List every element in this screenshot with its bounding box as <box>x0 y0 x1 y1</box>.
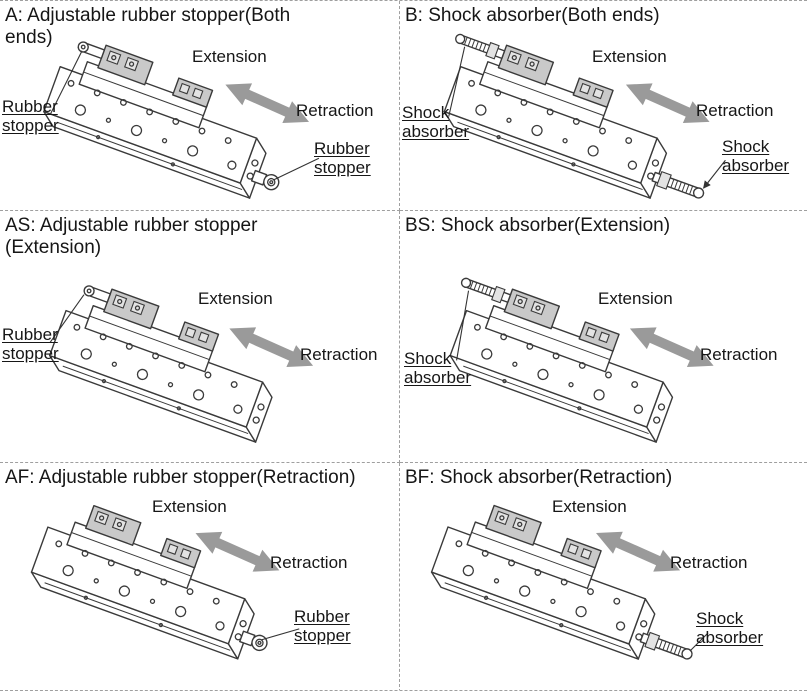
retraction-label: Retraction <box>296 101 374 120</box>
panel-bf-title: BF: Shock absorber(Retraction) <box>405 467 673 488</box>
panel-af: AF: Adjustable rubber stopper(Retraction… <box>0 463 400 690</box>
shock-absorber-retraction-end <box>638 629 695 664</box>
panel-af-title: AF: Adjustable rubber stopper(Retraction… <box>5 467 356 488</box>
actuator-drawing-a <box>39 32 320 199</box>
panel-as: AS: Adjustable rubber stopper (Extension… <box>0 211 400 463</box>
extension-retraction-arrow-icon <box>591 522 685 582</box>
leader-line <box>448 46 466 117</box>
shock-absorber-retraction-end <box>650 168 707 203</box>
leader-line <box>456 290 470 361</box>
leader-line <box>49 294 85 343</box>
leader-line <box>49 50 83 115</box>
extension-retraction-arrow-icon <box>190 522 285 582</box>
leader-line <box>689 632 709 652</box>
panel-b: B: Shock absorber(Both ends) Extension R… <box>400 1 807 211</box>
rubber-stopper-extension-end <box>76 39 106 60</box>
rubber-stopper-extension-end <box>82 283 112 304</box>
actuator-drawing-bf <box>427 492 709 664</box>
retraction-label: Retraction <box>300 345 378 364</box>
component-label: Shock absorber <box>402 103 470 142</box>
leader-line <box>272 157 320 181</box>
component-label: Shock absorber <box>404 349 472 388</box>
retraction-label: Retraction <box>270 553 348 572</box>
actuator-isometric <box>27 492 271 660</box>
actuator-drawing-b <box>439 30 726 203</box>
extension-label: Extension <box>598 289 673 308</box>
panel-bs-title: BS: Shock absorber(Extension) <box>405 215 671 236</box>
shock-absorber-extension-end <box>452 30 507 62</box>
actuator-drawing-bs <box>445 274 719 443</box>
leader-line <box>261 628 300 641</box>
extension-label: Extension <box>152 497 227 516</box>
extension-label: Extension <box>552 497 627 516</box>
extension-label: Extension <box>198 289 273 308</box>
actuator-isometric <box>427 492 695 664</box>
panel-a-title: A: Adjustable rubber stopper(Both ends) <box>5 5 291 48</box>
actuator-drawing-af <box>27 492 300 660</box>
actuator-drawing-as <box>45 276 318 443</box>
panel-as-title: AS: Adjustable rubber stopper (Extension… <box>5 215 258 258</box>
retraction-label: Retraction <box>670 553 748 572</box>
component-label: Shock absorber <box>696 609 764 648</box>
component-label: Rubber stopper <box>294 607 351 646</box>
component-label: Rubber stopper <box>2 325 59 364</box>
extension-label: Extension <box>592 47 667 66</box>
retraction-label: Retraction <box>700 345 778 364</box>
retraction-label: Retraction <box>696 101 774 120</box>
component-label: Rubber stopper <box>314 139 371 178</box>
panel-bf: BF: Shock absorber(Retraction) Extension… <box>400 463 807 690</box>
panel-a: A: Adjustable rubber stopper(Both ends) … <box>0 1 400 211</box>
rubber-stopper-retraction-end <box>250 167 282 193</box>
panel-bs: BS: Shock absorber(Extension) Extension … <box>400 211 807 463</box>
component-label: Rubber stopper <box>2 97 59 136</box>
extension-label: Extension <box>192 47 267 66</box>
panel-b-title: B: Shock absorber(Both ends) <box>405 5 660 26</box>
leader-line <box>703 159 726 189</box>
rubber-stopper-retraction-end <box>238 628 270 654</box>
component-label: Shock absorber <box>722 137 790 176</box>
